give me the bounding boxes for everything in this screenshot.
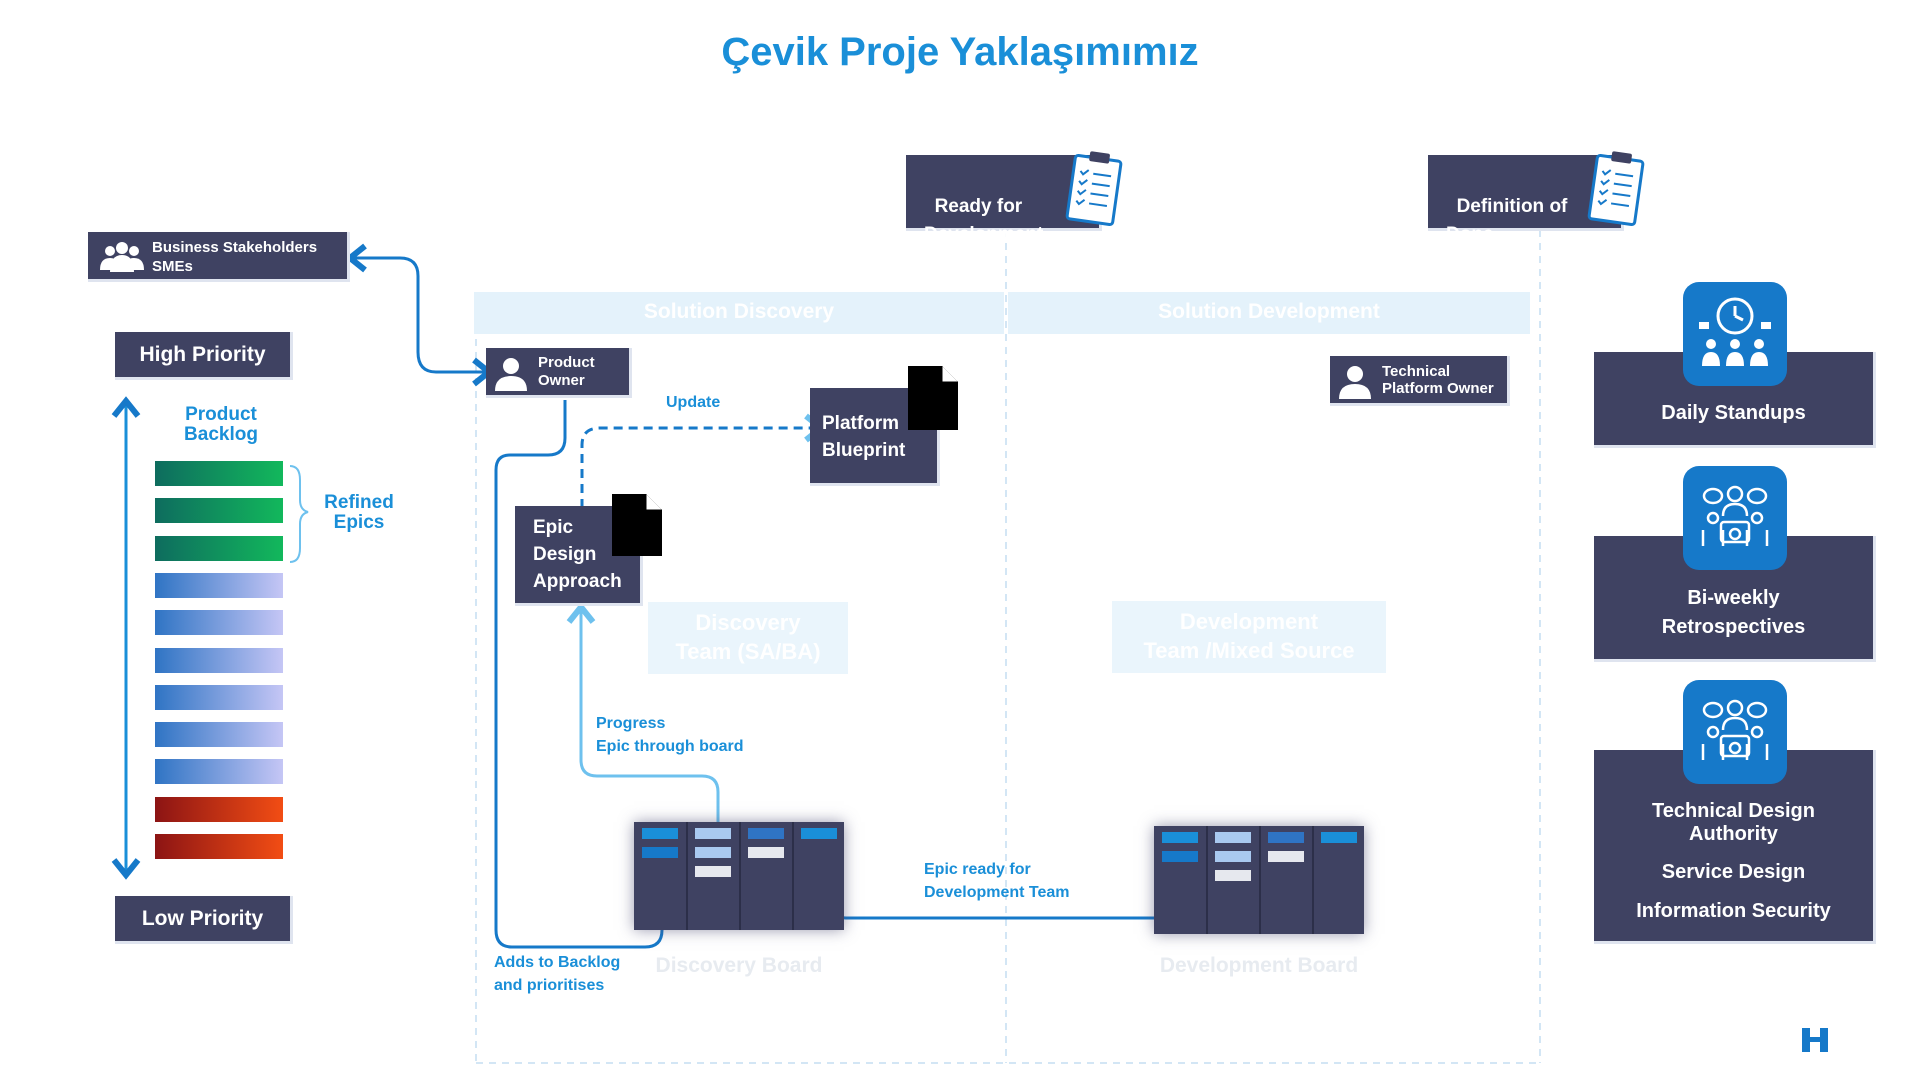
- refined-epics-label: Refined Epics: [324, 492, 394, 533]
- ceremony-label: Technical Design Authority: [1651, 800, 1815, 845]
- person-icon: [495, 358, 527, 391]
- development-team-box: Development Team /Mixed Source: [1112, 601, 1386, 673]
- lane-solution-discovery: Solution Discovery: [474, 292, 1004, 334]
- document-icon: [908, 366, 958, 430]
- checklist-icon: [1587, 151, 1645, 227]
- tech-owner-label: Technical Platform Owner: [1382, 363, 1494, 397]
- backlog-epic-bar: [155, 647, 283, 673]
- backlog-epic-bar: [155, 796, 283, 822]
- document-icon: [612, 494, 662, 556]
- ceremony-label: Bi-weekly Retrospectives: [1661, 587, 1806, 638]
- epic-ready-label: Epic ready for Development Team: [924, 861, 1070, 901]
- person-icon: [1339, 366, 1371, 399]
- adds-backlog-label: Adds to Backlog and prioritises: [494, 954, 621, 994]
- update-link-a: [580, 426, 810, 508]
- development-board-label: Development Board: [1159, 954, 1359, 977]
- backlog-epic-bar: [155, 572, 283, 598]
- progress-label: Progress Epic through board: [596, 715, 744, 755]
- high-priority-box: High Priority: [115, 332, 293, 380]
- team-meeting-icon: [1683, 680, 1787, 784]
- backlog-epic-bar: [155, 684, 283, 710]
- epic-design-label: Epic Design Approach: [533, 517, 622, 592]
- discovery-board: [634, 822, 844, 930]
- update-label: Update: [666, 394, 721, 411]
- low-priority-box: Low Priority: [115, 896, 293, 944]
- progress-link: [566, 602, 720, 826]
- business-stakeholders-box: Business Stakeholders SMEs: [88, 232, 350, 282]
- brand-logo: [1802, 1028, 1828, 1052]
- product-backlog-title: Product Backlog: [184, 404, 258, 445]
- backlog-epic-bar: [155, 498, 283, 524]
- people-group-icon: [100, 242, 144, 272]
- clock-team-icon: [1683, 282, 1787, 386]
- backlog-epic-bar: [155, 610, 283, 636]
- backlog-epic-bar: [155, 834, 283, 859]
- checklist-icon: [1065, 151, 1123, 227]
- team-meeting-icon: [1683, 466, 1787, 570]
- ceremony-daily-standups: Daily Standups: [1594, 352, 1876, 448]
- product-owner-label: Product Owner: [538, 354, 595, 389]
- ceremony-label: Information Security: [1636, 900, 1831, 922]
- technical-platform-owner-box: Technical Platform Owner: [1330, 356, 1510, 406]
- stakeholder-link: [345, 243, 494, 387]
- backlog-epic-bar: [155, 722, 283, 748]
- backlog-epic-bar: [155, 535, 283, 561]
- discovery-team-box: Discovery Team (SA/BA): [648, 602, 848, 674]
- ready-label: Ready for Development: [924, 196, 1044, 245]
- page-title: Çevik Proje Yaklaşımımız: [721, 30, 1199, 74]
- development-board: [1154, 826, 1364, 934]
- refined-brace: [289, 465, 309, 563]
- blueprint-label: Platform Blueprint: [822, 413, 906, 461]
- stakeholders-label: Business Stakeholders SMEs: [152, 239, 318, 275]
- discovery-board-label: Discovery Board: [655, 954, 823, 977]
- backlog-epic-bar: [155, 461, 283, 486]
- adds-backlog-link: [494, 400, 677, 949]
- product-owner-box: Product Owner: [486, 348, 632, 398]
- ceremony-label: Daily Standups: [1661, 402, 1806, 424]
- backlog-epic-bar: [155, 759, 283, 785]
- ceremony-label: Service Design: [1661, 861, 1806, 883]
- done-label: Definition of Done: [1446, 196, 1568, 245]
- phase-boundaries: [475, 230, 1541, 1064]
- lane-solution-development: Solution Development: [1008, 292, 1530, 334]
